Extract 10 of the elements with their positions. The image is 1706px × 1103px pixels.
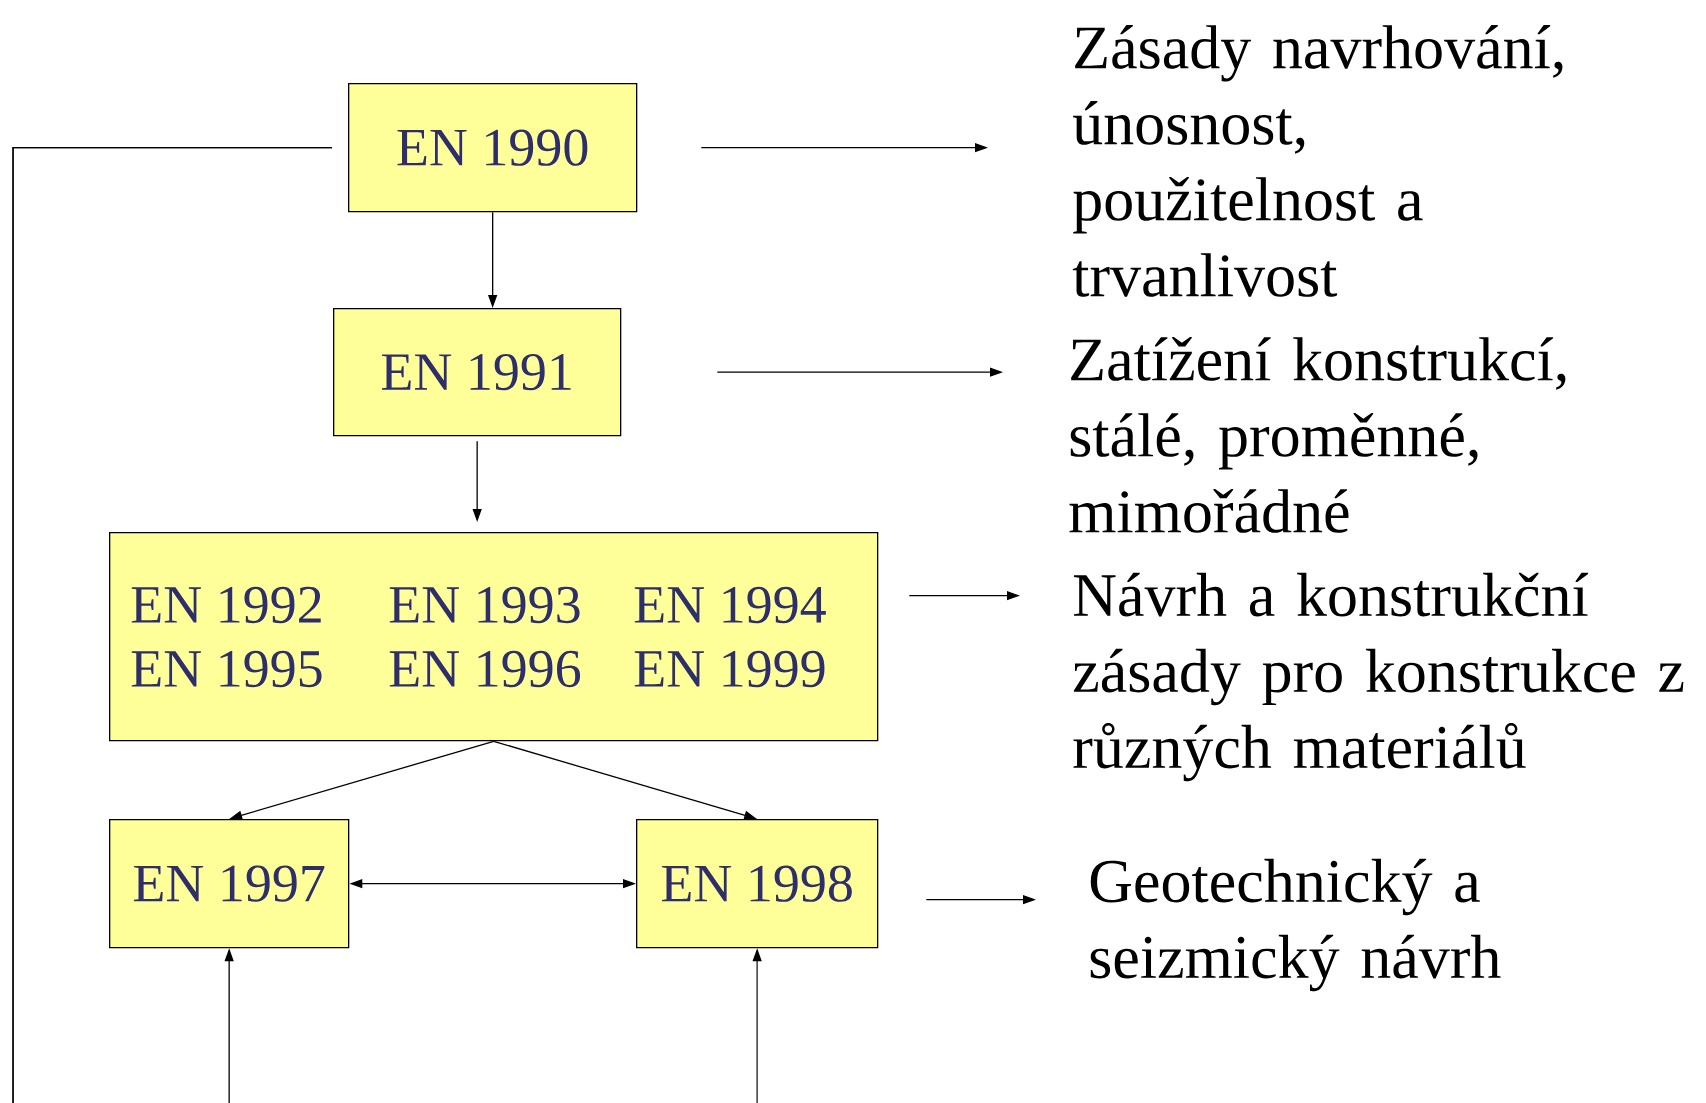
description-text: Geotechnický a seizmický návrh [1090,858,1501,992]
standard-box: EN 1992 EN 1993 EN 1994 EN 1995 EN 1996 EN 1999 [109,532,879,742]
arrow [12,147,762,1103]
description-text: Zásady navrhování, únosnost, použitelnost a trvanlivost [1072,25,1563,297]
standard-box: EN 1998 [636,819,879,949]
standard-box: EN 1997 [109,819,350,949]
standard-box: EN 1991 [333,308,622,437]
standard-box: EN 1990 [348,83,638,213]
description-text: Návrh a konstrukční zásady pro konstrukce z různých materiálů [1073,572,1684,782]
description-text: Zatížení konstrukcí, stálé, proměnné, mimořádné [1069,337,1566,533]
